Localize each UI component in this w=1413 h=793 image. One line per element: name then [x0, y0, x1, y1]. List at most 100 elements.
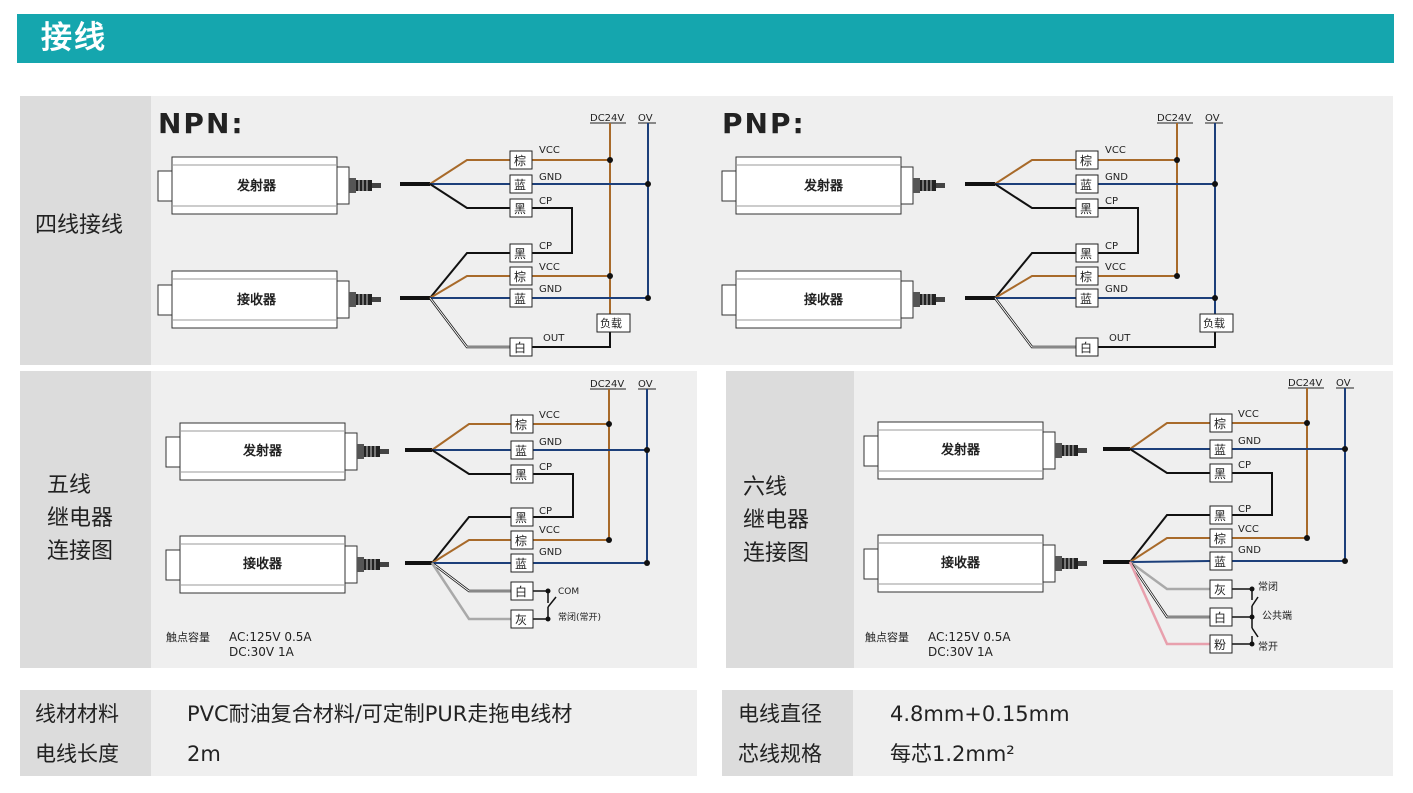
spec-label-wire-material: 线材材料 — [35, 702, 119, 726]
five-wire-diagram-panel — [151, 371, 697, 668]
five-term-blue-1: 蓝 — [515, 444, 527, 458]
five-wire-label-1: 五线 — [47, 473, 92, 498]
pnp-cp-1: CP — [1105, 196, 1118, 207]
five-emitter-label: 发射器 — [242, 443, 283, 459]
spec-label-wire-diameter: 电线直径 — [738, 702, 822, 726]
npn-term-blue-1: 蓝 — [514, 178, 526, 192]
pnp-vcc-2: VCC — [1105, 262, 1126, 273]
pnp-gnd-1: GND — [1105, 172, 1128, 183]
five-contact-cap: 触点容量 — [166, 630, 210, 644]
npn-diagram: NPN: 发射器 接收器 DC24V OV — [157, 107, 656, 357]
six-gnd-1: GND — [1238, 436, 1261, 447]
five-cp-2: CP — [539, 506, 552, 517]
npn-0v: OV — [638, 113, 653, 124]
spec-right-label-cell — [722, 690, 853, 776]
pnp-term-white: 白 — [1080, 340, 1092, 355]
five-cp-1: CP — [539, 462, 552, 473]
pnp-title: PNP: — [722, 107, 806, 140]
npn-term-blue-2: 蓝 — [514, 292, 526, 306]
six-term-blue-1: 蓝 — [1214, 443, 1226, 457]
six-wire-label-3: 连接图 — [743, 541, 810, 566]
six-vcc-2: VCC — [1238, 524, 1259, 535]
spec-label-wire-length: 电线长度 — [35, 742, 119, 766]
npn-term-black-2: 黑 — [514, 247, 526, 261]
four-wire-label: 四线接线 — [35, 213, 124, 238]
six-ac-rating: AC:125V 0.5A — [928, 630, 1011, 644]
npn-vcc-1: VCC — [539, 145, 560, 156]
six-term-black-2: 黑 — [1214, 509, 1226, 523]
pnp-vcc-1: VCC — [1105, 145, 1126, 156]
npn-load: 负载 — [600, 316, 622, 330]
six-common-end: 公共端 — [1262, 609, 1292, 622]
pnp-load: 负载 — [1203, 316, 1225, 330]
pnp-dc24v: DC24V — [1157, 113, 1191, 124]
six-term-grey: 灰 — [1214, 583, 1226, 597]
six-0v: OV — [1336, 378, 1351, 389]
six-wire-label-1: 六线 — [743, 475, 788, 500]
five-vcc-1: VCC — [539, 410, 560, 421]
five-term-blue-2: 蓝 — [515, 557, 527, 571]
six-term-black-1: 黑 — [1214, 467, 1226, 481]
six-dc-rating: DC:30V 1A — [928, 645, 994, 659]
npn-out: OUT — [543, 333, 565, 344]
six-emitter-label: 发射器 — [940, 442, 981, 458]
pnp-term-brown-1: 棕 — [1080, 153, 1092, 168]
pnp-emitter-label: 发射器 — [803, 178, 844, 194]
five-gnd-1: GND — [539, 437, 562, 448]
spec-left-label-cell — [20, 690, 151, 776]
npn-cp-2: CP — [539, 241, 552, 252]
five-com: COM — [558, 587, 579, 597]
pnp-0v: OV — [1205, 113, 1220, 124]
section-title: 接线 — [41, 20, 107, 56]
pnp-gnd-2: GND — [1105, 284, 1128, 295]
five-0v: OV — [638, 379, 653, 390]
npn-term-white: 白 — [514, 340, 526, 355]
six-wire-diagram: 发射器 接收器 DC24V OV — [863, 378, 1354, 659]
npn-receiver-label: 接收器 — [237, 292, 277, 308]
six-vcc-1: VCC — [1238, 409, 1259, 420]
five-dc-rating: DC:30V 1A — [229, 645, 295, 659]
five-term-grey: 灰 — [515, 613, 527, 627]
five-term-brown-1: 棕 — [515, 417, 527, 432]
spec-label-core-spec: 芯线规格 — [738, 742, 822, 766]
six-term-brown-1: 棕 — [1214, 416, 1226, 431]
six-term-white: 白 — [1214, 610, 1226, 625]
four-wire-label-cell — [20, 96, 151, 365]
five-wire-diagram: 发射器 接收器 DC24V OV — [165, 379, 656, 659]
five-term-black-1: 黑 — [515, 468, 527, 482]
npn-gnd-2: GND — [539, 284, 562, 295]
six-contact-cap: 触点容量 — [865, 630, 909, 644]
npn-dc24v: DC24V — [590, 113, 624, 124]
six-wire-label-cell — [726, 371, 854, 668]
pnp-term-black-1: 黑 — [1080, 202, 1092, 216]
spec-value-core-spec: 每芯1.2mm² — [890, 742, 1015, 766]
six-wire-diagram-panel — [854, 371, 1393, 668]
spec-value-wire-material: PVC耐油复合材料/可定制PUR走拖电线材 — [187, 702, 573, 726]
six-cp-1: CP — [1238, 460, 1251, 471]
six-term-blue-2: 蓝 — [1214, 555, 1226, 569]
npn-term-brown-1: 棕 — [514, 153, 526, 168]
spec-value-wire-length: 2m — [187, 742, 221, 766]
five-wire-label-2: 继电器 — [47, 506, 114, 531]
spec-value-wire-diameter: 4.8mm+0.15mm — [890, 702, 1070, 726]
spec-right-value-cell — [853, 690, 1393, 776]
five-vcc-2: VCC — [539, 525, 560, 536]
six-no: 常开 — [1258, 640, 1278, 653]
six-term-pink: 粉 — [1214, 638, 1226, 652]
npn-title: NPN: — [158, 107, 245, 140]
five-wire-label-cell — [20, 371, 151, 668]
five-nc-no: 常闭(常开) — [558, 611, 601, 623]
five-receiver-label: 接收器 — [243, 556, 283, 572]
five-term-black-2: 黑 — [515, 511, 527, 525]
spec-left-value-cell — [151, 690, 697, 776]
six-wire-label-2: 继电器 — [743, 508, 810, 533]
npn-term-black-1: 黑 — [514, 202, 526, 216]
npn-gnd-1: GND — [539, 172, 562, 183]
five-ac-rating: AC:125V 0.5A — [229, 630, 312, 644]
npn-emitter-label: 发射器 — [236, 178, 277, 194]
five-dc24v: DC24V — [590, 379, 624, 390]
pnp-term-blue-1: 蓝 — [1080, 178, 1092, 192]
five-gnd-2: GND — [539, 547, 562, 558]
npn-cp-1: CP — [539, 196, 552, 207]
